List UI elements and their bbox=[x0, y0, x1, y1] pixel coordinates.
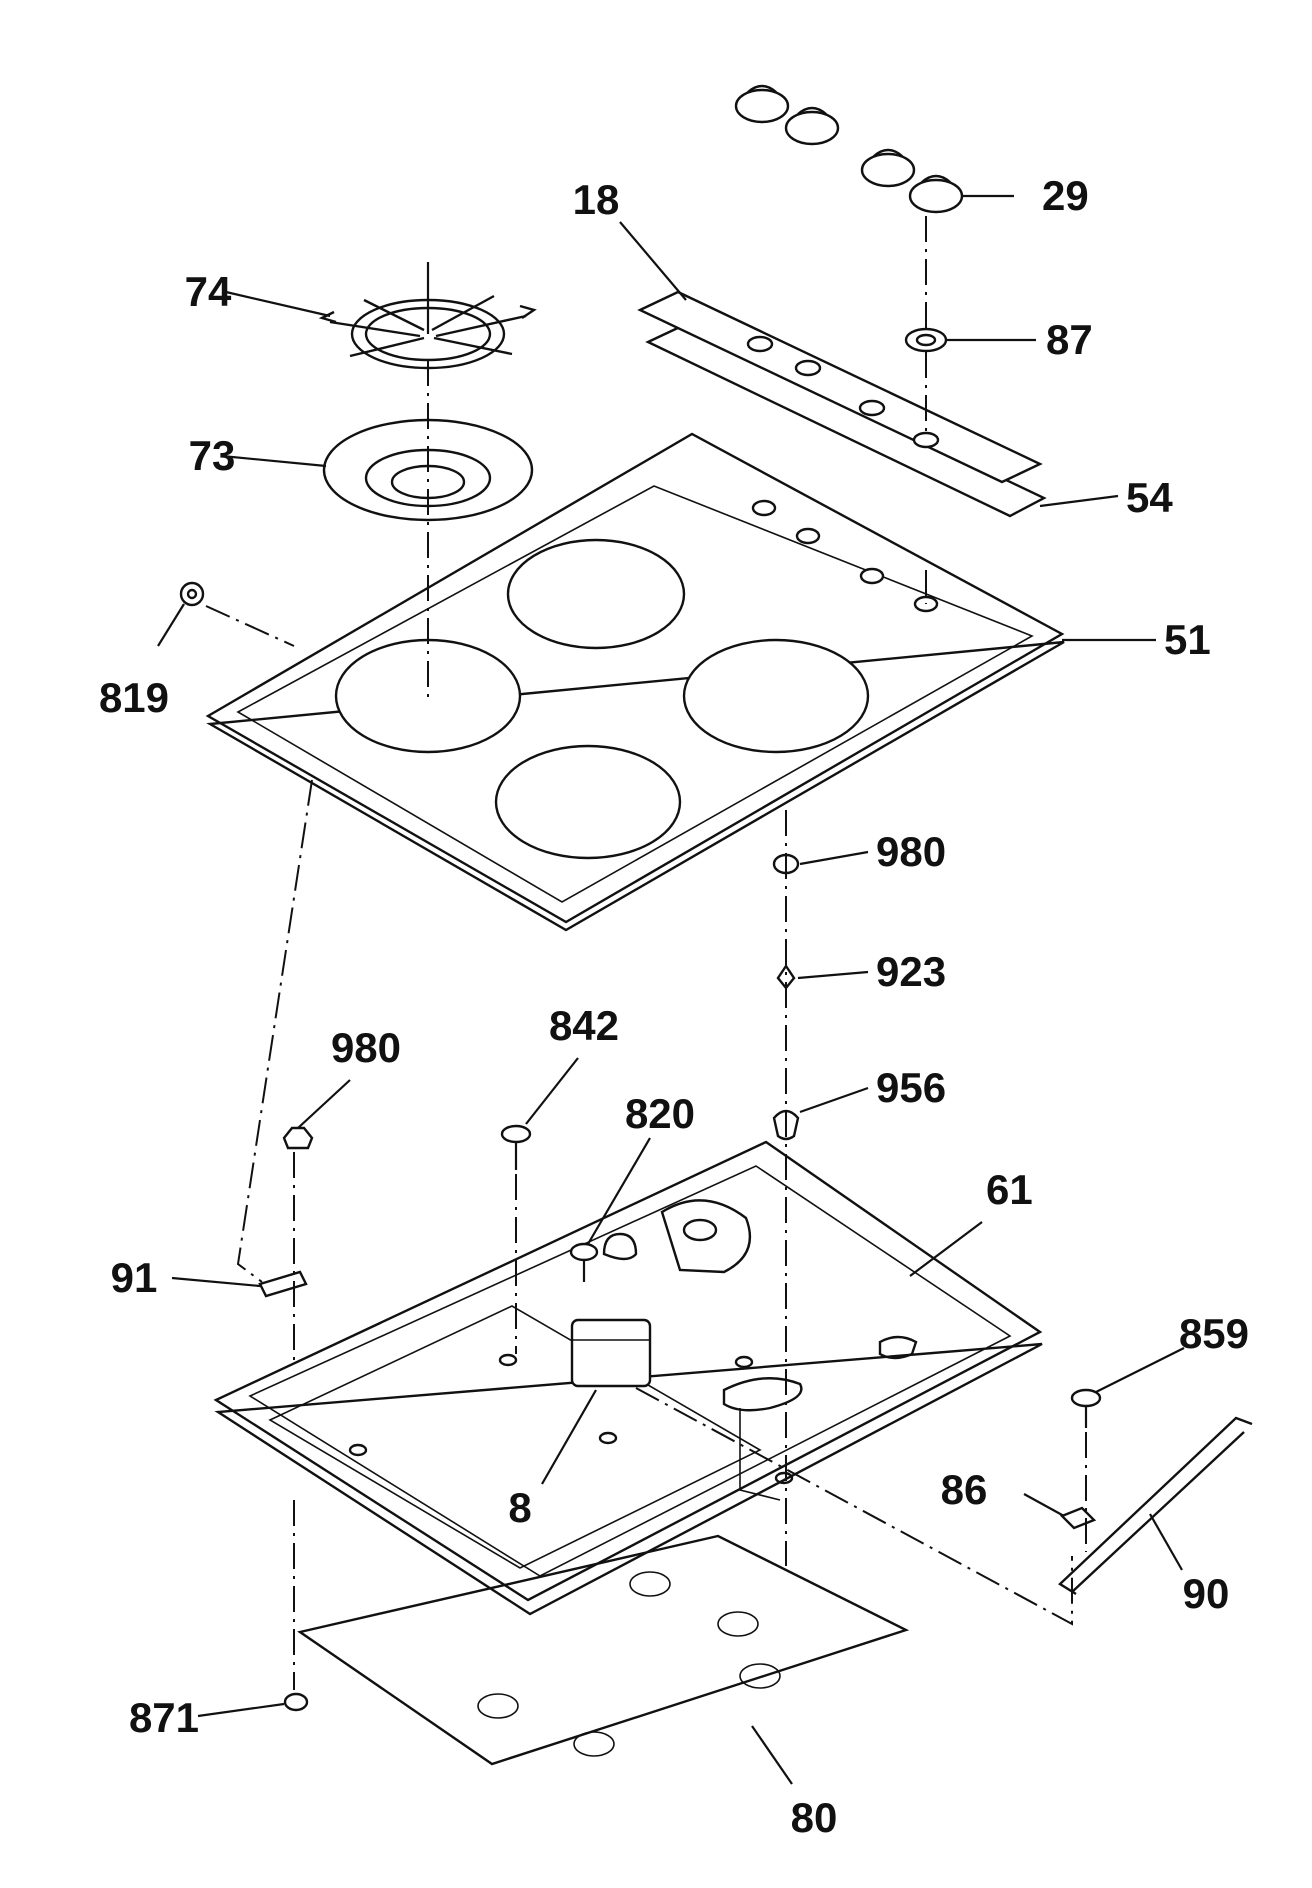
callout-labels: 18 29 74 87 73 54 819 51 980 923 980 842… bbox=[99, 172, 1249, 1841]
panel-gasket bbox=[645, 324, 1047, 518]
panel-plate bbox=[637, 290, 1043, 484]
callout-61: 61 bbox=[986, 1166, 1033, 1213]
callout-871: 871 bbox=[129, 1694, 199, 1741]
callout-80: 80 bbox=[791, 1794, 838, 1841]
callout-51: 51 bbox=[1164, 616, 1211, 663]
callout-859: 859 bbox=[1179, 1310, 1249, 1357]
control-knobs bbox=[734, 84, 964, 214]
callout-73: 73 bbox=[189, 432, 236, 479]
hardware bbox=[179, 581, 1253, 1712]
burner-box bbox=[213, 1140, 1043, 1616]
callout-980-upper: 980 bbox=[876, 828, 946, 875]
callout-956: 956 bbox=[876, 1064, 946, 1111]
callout-87: 87 bbox=[1046, 316, 1093, 363]
callout-90: 90 bbox=[1183, 1570, 1230, 1617]
callout-820: 820 bbox=[625, 1090, 695, 1137]
callout-923: 923 bbox=[876, 948, 946, 995]
callout-18: 18 bbox=[573, 176, 620, 223]
control-panel bbox=[637, 290, 1047, 518]
callout-86: 86 bbox=[941, 1466, 988, 1513]
callout-29: 29 bbox=[1042, 172, 1089, 219]
callout-980-lower: 980 bbox=[331, 1024, 401, 1071]
assembly-axes bbox=[205, 216, 1087, 1690]
callout-819: 819 bbox=[99, 674, 169, 721]
bottom-plate bbox=[297, 1534, 910, 1766]
callout-8: 8 bbox=[508, 1484, 531, 1531]
valve-bezel bbox=[904, 327, 948, 353]
callout-54: 54 bbox=[1126, 474, 1173, 521]
callout-91: 91 bbox=[111, 1254, 158, 1301]
burner-grate bbox=[318, 262, 537, 370]
callout-842: 842 bbox=[549, 1002, 619, 1049]
leader-lines bbox=[157, 194, 1185, 1785]
callout-74: 74 bbox=[185, 268, 232, 315]
